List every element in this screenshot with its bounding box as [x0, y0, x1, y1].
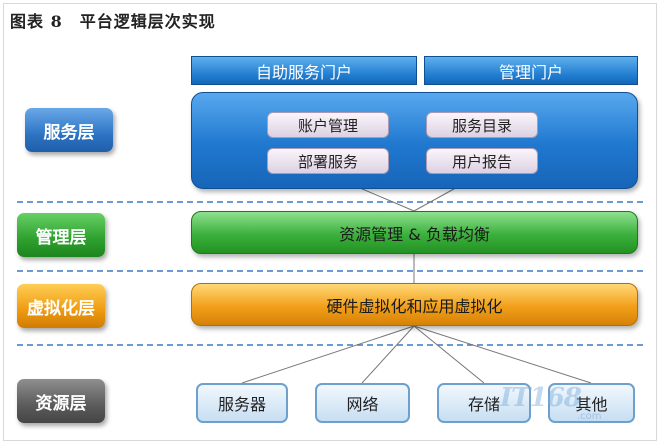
- figure-caption: 图表 8 平台逻辑层次实现: [10, 12, 216, 31]
- resource-storage: 存储: [437, 383, 531, 423]
- layer-resource: 资源层: [17, 379, 105, 423]
- service-account-management: 账户管理: [267, 112, 389, 138]
- service-catalog: 服务目录: [426, 112, 538, 138]
- layer-virtualization: 虚拟化层: [17, 284, 105, 328]
- service-deployment: 部署服务: [267, 148, 389, 174]
- connector-line: [413, 325, 485, 384]
- watermark-logo: IT168: [500, 383, 582, 413]
- resource-management-bar: 资源管理 & 负载均衡: [191, 211, 638, 254]
- connector-line: [361, 325, 415, 384]
- layer-management: 管理层: [17, 213, 105, 257]
- watermark-url: .com: [577, 411, 602, 422]
- self-service-portal: 自助服务门户: [191, 56, 417, 85]
- service-user-report: 用户报告: [426, 148, 538, 174]
- service-layer-box: [191, 92, 638, 189]
- management-portal: 管理门户: [424, 56, 638, 85]
- connector-line: [241, 325, 415, 384]
- resource-network: 网络: [315, 383, 410, 423]
- resource-server: 服务器: [196, 383, 288, 423]
- resource-other: 其他: [548, 383, 635, 423]
- diagram-frame: [3, 3, 657, 441]
- layer-service: 服务层: [25, 108, 113, 152]
- virtualization-bar: 硬件虚拟化和应用虚拟化: [191, 283, 638, 326]
- connector-line: [413, 325, 592, 384]
